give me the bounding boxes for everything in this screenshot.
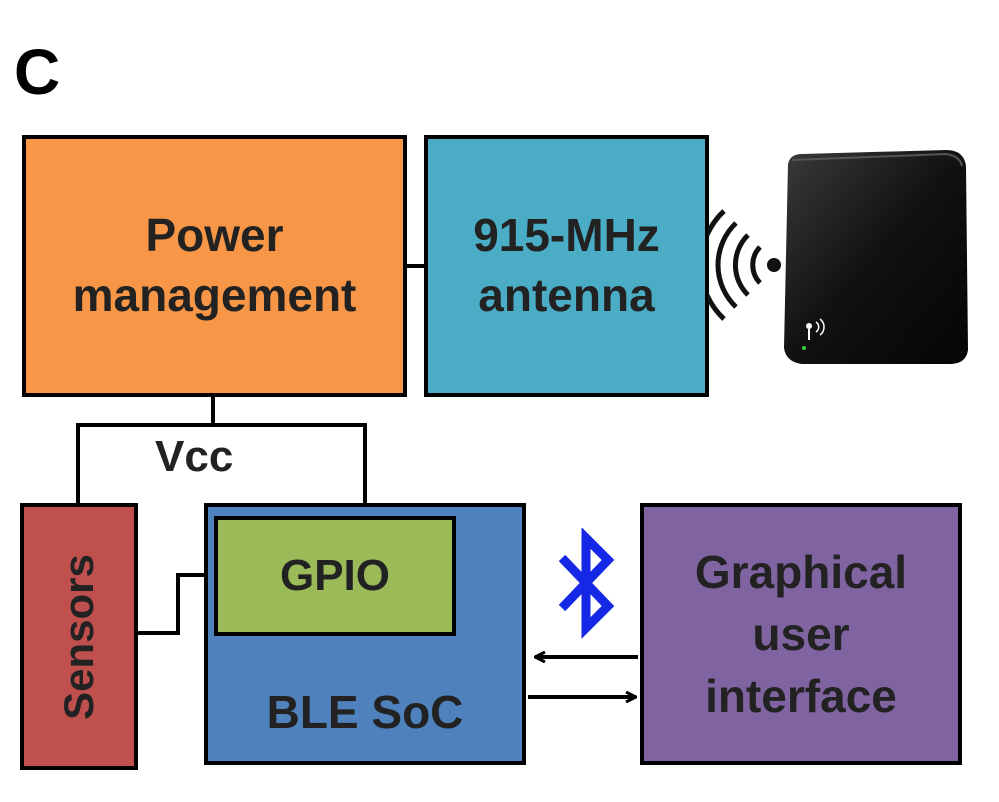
wireless-signal-icon — [708, 209, 781, 321]
power-label-line1: Power — [145, 209, 284, 262]
bluetooth-icon — [558, 528, 615, 639]
gpio-block: GPIO — [214, 516, 456, 636]
gpio-label: GPIO — [279, 551, 391, 600]
gui-label-line3: interface — [705, 670, 897, 723]
power-label-line2: management — [72, 269, 357, 321]
sensors-block: Sensors — [20, 503, 138, 770]
sensors-gpio-wire — [138, 573, 214, 635]
gui-label-line1: Graphical — [694, 545, 908, 598]
vcc-label: Vcc — [155, 432, 234, 481]
vcc-bus-wire — [76, 423, 367, 503]
graphical-user-interface-block: Graphical user interface — [640, 503, 962, 765]
rfid-reader-icon — [784, 150, 968, 364]
antenna-label-line1: 915-MHz — [473, 209, 660, 262]
sensors-label: Sensors — [55, 553, 102, 720]
panel-label: C — [14, 36, 61, 108]
antenna-label-line2: antenna — [478, 269, 655, 321]
power-management-block: Power management — [22, 135, 407, 397]
antenna-block: 915-MHz antenna — [424, 135, 709, 397]
gui-label-line2: user — [752, 607, 850, 660]
ble-soc-label: BLE SoC — [266, 686, 464, 738]
